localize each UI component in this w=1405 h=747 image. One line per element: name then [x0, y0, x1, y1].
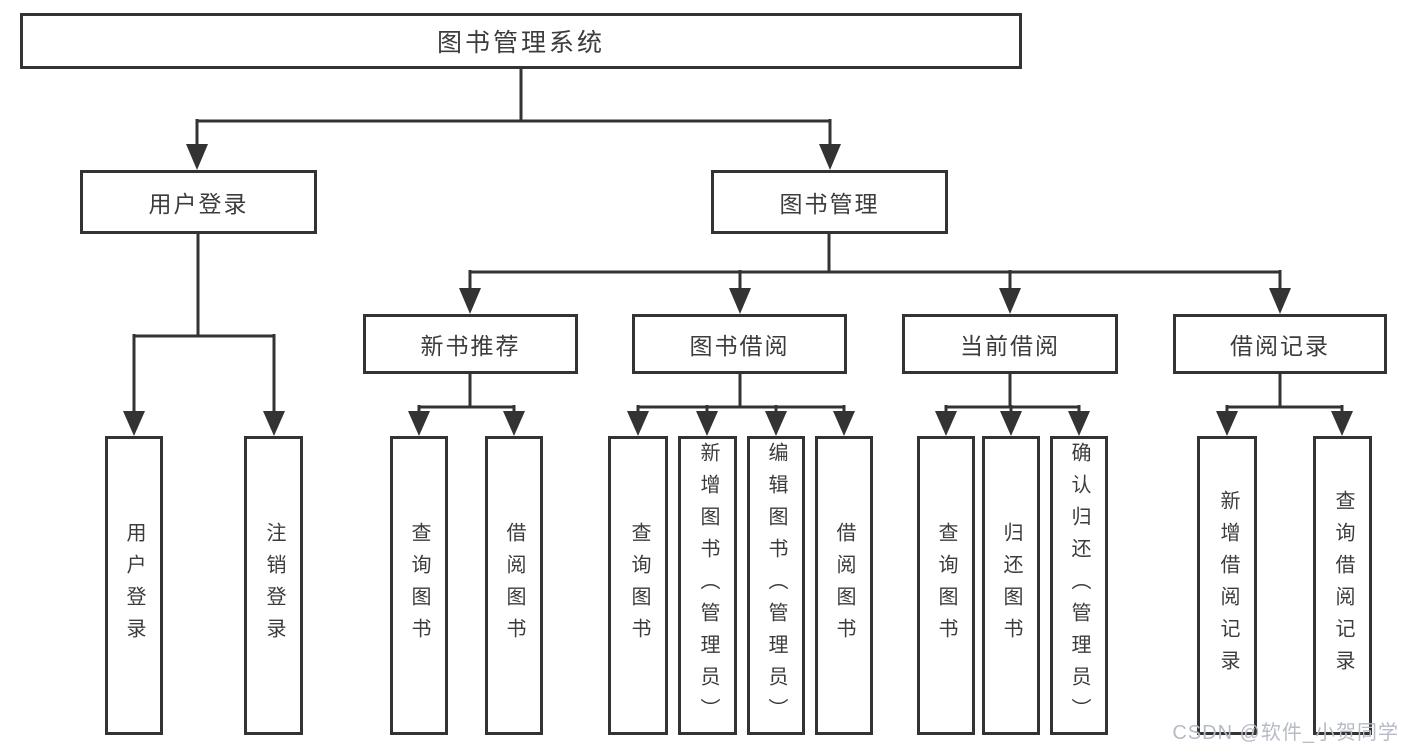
- connector-borrow-records-children: [1216, 374, 1353, 436]
- node-new-book-recommend: 新书推荐: [363, 314, 578, 374]
- leaf-borrow-borrow-books: 借阅图书: [815, 436, 873, 735]
- node-current-borrow: 当前借阅: [902, 314, 1118, 374]
- leaf-recommend-query-books: 查询图书: [390, 436, 448, 735]
- leaf-records-query-record: 查询借阅记录: [1313, 436, 1372, 735]
- leaf-current-confirm-return-admin: 确认归还（管理员）: [1050, 436, 1108, 735]
- connector-book-borrow-children: [627, 374, 855, 436]
- connector-current-borrow-children: [935, 374, 1090, 436]
- connector-book-management-children: [459, 233, 1291, 314]
- leaf-current-query-books: 查询图书: [917, 436, 975, 735]
- leaf-recommend-borrow-books: 借阅图书: [485, 436, 543, 735]
- node-root: 图书管理系统: [20, 13, 1022, 69]
- leaf-user-login: 用户登录: [105, 436, 163, 735]
- leaf-logout: 注销登录: [244, 436, 303, 735]
- leaf-current-return-books: 归还图书: [982, 436, 1040, 735]
- node-book-management: 图书管理: [711, 170, 948, 234]
- leaf-records-add-record: 新增借阅记录: [1197, 436, 1257, 735]
- node-borrow-records: 借阅记录: [1173, 314, 1387, 374]
- leaf-borrow-query-books: 查询图书: [608, 436, 668, 735]
- connector-new-book-recommend-children: [408, 374, 525, 436]
- watermark: CSDN @软件_小贺同学: [1172, 722, 1399, 744]
- node-book-borrow: 图书借阅: [632, 314, 847, 374]
- leaf-borrow-edit-books-admin: 编辑图书（管理员）: [747, 436, 805, 735]
- connector-root-to-level2: [186, 69, 841, 170]
- leaf-borrow-add-books-admin: 新增图书（管理员）: [678, 436, 737, 735]
- connector-user-login-children: [123, 233, 285, 436]
- node-user-login: 用户登录: [80, 170, 317, 234]
